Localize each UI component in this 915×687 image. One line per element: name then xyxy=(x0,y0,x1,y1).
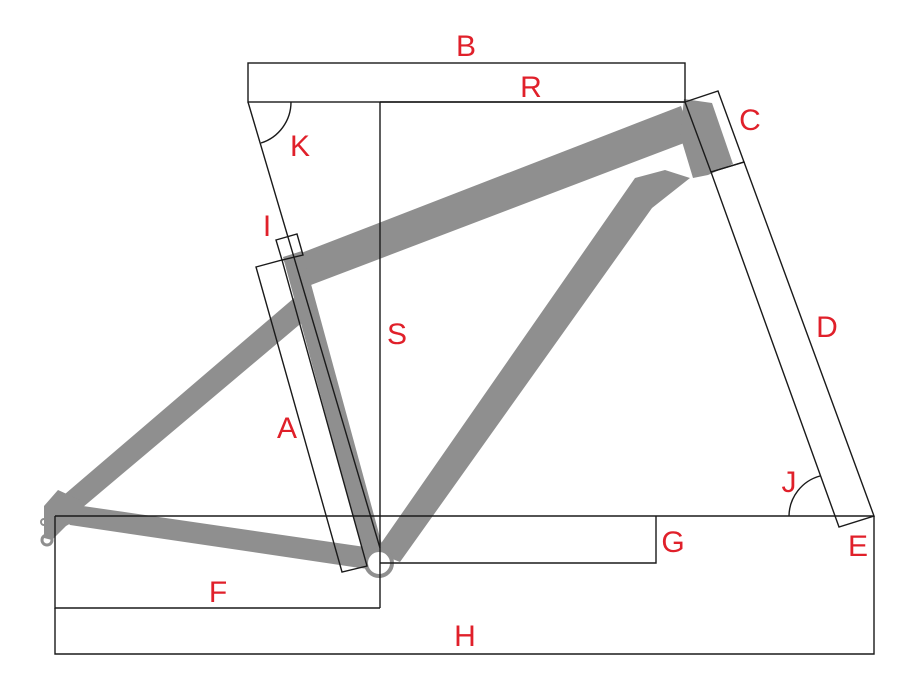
dropout-eyelet-upper xyxy=(40,518,48,526)
down-tube xyxy=(375,170,690,562)
label-b: B xyxy=(456,30,476,63)
dropout-eyelet xyxy=(40,533,54,547)
wheelbase-box-h xyxy=(54,516,875,655)
head-tube xyxy=(680,99,733,178)
rear-dropout xyxy=(44,490,80,540)
labels: B R C K I S D A J E G F H xyxy=(209,30,868,653)
seatpost-box-i xyxy=(275,233,304,261)
label-a: A xyxy=(277,412,297,445)
label-e: E xyxy=(848,530,868,563)
label-d: D xyxy=(816,311,838,344)
top-tube xyxy=(283,106,692,288)
seat-stay xyxy=(58,298,305,513)
angle-arc-j xyxy=(788,475,821,517)
seat-angle-line xyxy=(247,101,381,549)
label-g: G xyxy=(661,526,684,559)
angle-arc-k xyxy=(260,101,292,144)
label-r: R xyxy=(520,71,542,104)
label-k: K xyxy=(290,130,310,163)
reach-box-b xyxy=(247,62,686,103)
label-s: S xyxy=(387,318,407,351)
bb-drop-box-g xyxy=(380,516,657,564)
label-h: H xyxy=(454,620,476,653)
measurement-lines xyxy=(54,62,875,655)
frame xyxy=(40,99,733,578)
label-c: C xyxy=(739,104,761,137)
label-j: J xyxy=(782,466,797,499)
label-f: F xyxy=(209,576,227,609)
label-i: I xyxy=(263,210,271,243)
seat-tube-box-a xyxy=(255,259,368,573)
seat-tube xyxy=(283,251,384,560)
chain-stay xyxy=(58,505,378,570)
